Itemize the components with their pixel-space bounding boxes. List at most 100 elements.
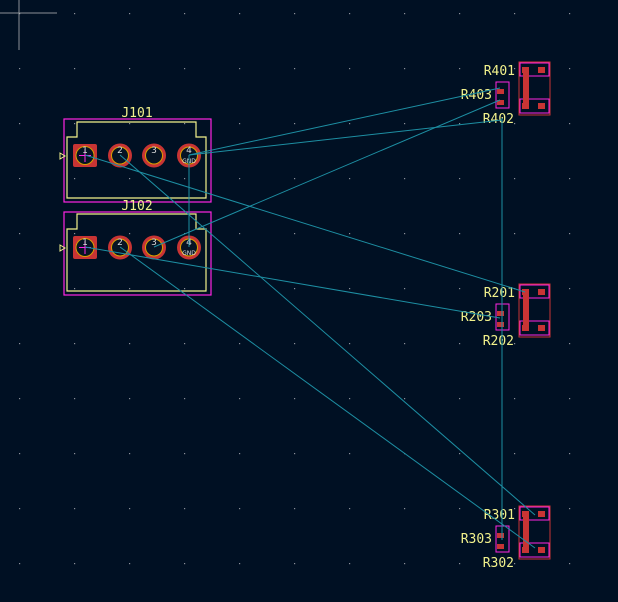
grid-dot: [239, 343, 241, 345]
grid-dot: [129, 343, 131, 345]
ratsnest: [84, 87, 536, 549]
grid-dot: [74, 68, 76, 70]
grid-dot: [74, 13, 76, 15]
grid-dot: [404, 68, 406, 70]
grid-dot: [349, 288, 351, 290]
grid-dot: [19, 453, 21, 455]
grid-dot: [569, 563, 571, 565]
grid-dot: [74, 233, 76, 235]
grid-dot: [129, 288, 131, 290]
grid-dot: [459, 233, 461, 235]
grid-dot: [184, 563, 186, 565]
grid-dot: [74, 453, 76, 455]
svg-text:2: 2: [117, 146, 123, 156]
grid-dot: [459, 398, 461, 400]
grid-dot: [459, 178, 461, 180]
grid-dot: [239, 123, 241, 125]
grid-dot: [569, 233, 571, 235]
grid-dot: [294, 508, 296, 510]
grid-dot: [514, 563, 516, 565]
grid-dot: [349, 68, 351, 70]
grid-dot: [19, 508, 21, 510]
grid-dot: [184, 178, 186, 180]
grid-dot: [569, 123, 571, 125]
grid-dot: [129, 563, 131, 565]
grid-dot: [19, 13, 21, 15]
grid-dot: [514, 233, 516, 235]
grid-dot: [514, 508, 516, 510]
grid-dot: [459, 123, 461, 125]
grid-dot: [74, 398, 76, 400]
grid-dot: [404, 178, 406, 180]
grid-dot: [349, 453, 351, 455]
grid-dot: [404, 398, 406, 400]
grid-dot: [294, 13, 296, 15]
ref-r302: R302: [483, 556, 514, 571]
grid-dot: [514, 343, 516, 345]
grid-dot: [19, 288, 21, 290]
grid-dot: [569, 178, 571, 180]
grid-dot: [349, 13, 351, 15]
grid-dot: [184, 288, 186, 290]
grid-dot: [239, 508, 241, 510]
grid-dot: [129, 123, 131, 125]
grid-dot: [184, 508, 186, 510]
grid-dot: [349, 343, 351, 345]
grid-dot: [349, 123, 351, 125]
grid-dot: [404, 233, 406, 235]
grid-dot: [184, 13, 186, 15]
grid-dot: [294, 453, 296, 455]
grid-dot: [74, 288, 76, 290]
grid-dot: [514, 123, 516, 125]
resistor-group-4[interactable]: R401 R403 R402: [461, 61, 551, 127]
footprint-j102[interactable]: J102 1 2 3 4 GND: [59, 199, 212, 296]
grid-dot: [569, 343, 571, 345]
grid-dot: [294, 343, 296, 345]
grid-dot: [569, 68, 571, 70]
grid-dot: [19, 563, 21, 565]
grid-dot: [184, 398, 186, 400]
grid-dot: [349, 178, 351, 180]
grid-dot: [74, 178, 76, 180]
grid-dot: [404, 288, 406, 290]
ref-j101: J101: [121, 106, 152, 121]
grid-dot: [459, 508, 461, 510]
svg-text:3: 3: [151, 146, 157, 156]
grid-dot: [129, 68, 131, 70]
resistor-group-2[interactable]: R201 R203 R202: [461, 283, 551, 349]
ref-r401: R401: [484, 64, 515, 79]
grid-dot: [294, 178, 296, 180]
cursor-crosshair: [0, 0, 57, 50]
grid-dot: [19, 68, 21, 70]
resistor-group-3[interactable]: R301 R303 R302: [461, 505, 551, 571]
grid-dot: [349, 233, 351, 235]
grid-dot: [184, 453, 186, 455]
ref-r201: R201: [484, 286, 515, 301]
grid-dot: [129, 398, 131, 400]
grid-dot: [404, 508, 406, 510]
ref-r402: R402: [483, 112, 514, 127]
ref-r301: R301: [484, 508, 515, 523]
grid-dot: [294, 398, 296, 400]
grid-dot: [569, 398, 571, 400]
grid-dot: [74, 123, 76, 125]
grid-dot: [404, 563, 406, 565]
svg-text:2: 2: [117, 238, 123, 248]
grid-dot: [184, 68, 186, 70]
ref-r303: R303: [461, 532, 492, 547]
grid-dot: [349, 398, 351, 400]
grid-dot: [19, 123, 21, 125]
grid-dot: [19, 398, 21, 400]
grid-dot: [294, 233, 296, 235]
grid-dot: [19, 343, 21, 345]
grid-dot: [184, 123, 186, 125]
grid-dot: [569, 453, 571, 455]
svg-text:1: 1: [82, 146, 88, 156]
grid-dot: [404, 343, 406, 345]
grid-dot: [404, 13, 406, 15]
grid-dot: [349, 508, 351, 510]
grid-dot: [514, 398, 516, 400]
grid-dot: [294, 123, 296, 125]
grid-dot: [459, 288, 461, 290]
